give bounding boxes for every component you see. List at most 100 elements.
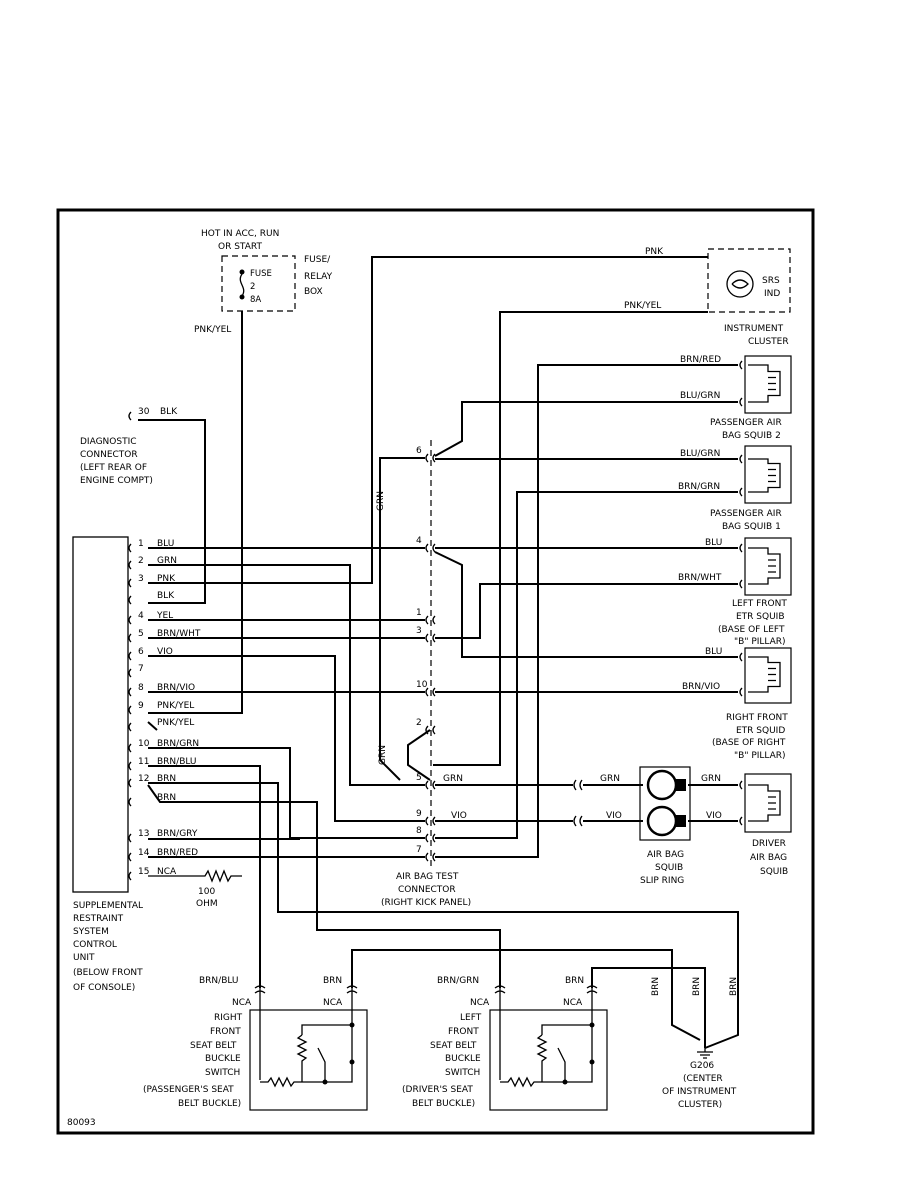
connector-pin-icon	[128, 687, 132, 697]
pin-number: 30	[138, 407, 150, 417]
fuse-icon	[239, 273, 245, 297]
squib-pin-icon	[739, 543, 743, 589]
wire-label: BRN/VIO	[682, 682, 720, 692]
test-pin-number: 7	[416, 845, 422, 855]
squib-pin-icon	[739, 360, 743, 407]
wire-label: BLK	[160, 407, 178, 417]
cluster-label: INSTRUMENT	[724, 324, 784, 334]
squib-element-icon	[748, 458, 781, 493]
wire-label: BRN/RED	[680, 355, 721, 365]
wire-label: VIO	[706, 811, 722, 821]
squib-label: LEFT FRONT	[732, 599, 787, 609]
wire-label: BRN/WHT	[678, 573, 722, 583]
wire-label: BLU	[705, 538, 722, 548]
switch-connector-icon	[254, 985, 358, 994]
nca-label: NCA	[323, 998, 343, 1008]
diagnostic-connector: 30 BLK DIAGNOSTIC CONNECTOR (LEFT REAR O…	[80, 407, 178, 486]
fuse-amperage: 8A	[250, 295, 261, 305]
instrument-cluster: SRS IND INSTRUMENT CLUSTER PNK PNK/YEL	[624, 247, 791, 347]
test-pin-number: 2	[416, 718, 422, 728]
switch-label-line: SWITCH	[205, 1068, 240, 1078]
pin-number: 8	[138, 683, 144, 693]
wire-brn-2	[147, 784, 501, 988]
fuse-name: FUSE	[250, 269, 272, 279]
switch-label-line: SWITCH	[445, 1068, 480, 1078]
pin-number: 14	[138, 848, 150, 858]
test-connector-label: CONNECTOR	[398, 885, 456, 895]
cluster-outline	[707, 248, 791, 313]
wire-label: BRN/GRN	[678, 482, 720, 492]
wire-label: BRN/BLU	[199, 976, 239, 986]
connector-pin-icon	[128, 833, 132, 843]
wire-label: PNK/YEL	[624, 301, 661, 311]
diagram-frame	[56, 208, 815, 1135]
slip-ring-coil-icon	[646, 769, 678, 801]
squib-coil-icon	[768, 468, 776, 483]
connector-pin-icon	[128, 595, 132, 605]
hot-label-2: OR START	[218, 242, 262, 252]
squib-coil-icon	[768, 559, 776, 573]
fuse-number: 2	[250, 282, 255, 292]
switch-label-line: FRONT	[448, 1027, 479, 1037]
connector-pin-icon	[128, 722, 132, 732]
test-connector-pin-icon	[425, 543, 436, 553]
squib-label: PASSENGER AIR	[710, 509, 782, 519]
squib-connector-box	[744, 445, 792, 504]
wire-vio	[148, 655, 425, 822]
wire-brn-grn	[148, 747, 425, 839]
inline-connector-icon	[573, 815, 583, 827]
wire-label: PNK	[157, 574, 176, 584]
wire-label: PNK	[645, 247, 664, 257]
diagnostic-label: DIAGNOSTIC	[80, 437, 137, 447]
pin-number: 12	[138, 774, 149, 784]
test-connector-pin-icon	[425, 833, 436, 843]
switch-housing	[489, 1009, 608, 1111]
control-unit-label-line: (BELOW FRONT	[73, 968, 143, 978]
squib-label: PASSENGER AIR	[710, 418, 782, 428]
wire-pnk-yel-stub	[147, 721, 158, 731]
squib-label: ETR SQUID	[736, 726, 785, 736]
cluster-label: CLUSTER	[748, 337, 789, 347]
wire-label: VIO	[451, 811, 467, 821]
switch-resistor-icon	[260, 1024, 353, 1088]
connector-pin-icon	[128, 778, 132, 788]
switch-label-line: SEAT BELT	[190, 1041, 237, 1051]
wire-label: BLU	[157, 539, 174, 549]
test-connector-pin-icon	[425, 816, 436, 826]
srs-label: SRS	[762, 276, 780, 286]
connector-pin-icon	[128, 705, 132, 715]
pin-number: 11	[138, 757, 149, 767]
pin-number: 4	[138, 611, 144, 621]
diagnostic-label: (LEFT REAR OF	[80, 463, 147, 473]
hot-label: HOT IN ACC, RUN	[201, 229, 279, 239]
squib-label: (BASE OF LEFT	[718, 625, 785, 635]
wire-label: BRN	[565, 976, 584, 986]
wire-label: BRN/GRN	[437, 976, 479, 986]
resistor-value: 100	[198, 887, 215, 897]
squib-connectors	[573, 355, 792, 833]
pin-number: 1	[138, 539, 144, 549]
squib-connector-box	[744, 647, 792, 704]
resistor-icon	[148, 869, 242, 883]
connector-pin-icon	[128, 743, 132, 753]
wire-grn	[148, 564, 425, 786]
squib-label: RIGHT FRONT	[726, 713, 788, 723]
wire-brn-wht-lf	[435, 583, 738, 639]
fuse-relay-box: HOT IN ACC, RUN OR START FUSE 2 8A FUSE/…	[194, 229, 333, 335]
switch-label-line: RIGHT	[214, 1013, 243, 1023]
switch-node	[589, 1022, 595, 1028]
slip-ring-box	[639, 766, 691, 841]
pin-number: 6	[138, 647, 144, 657]
switch-resistor-2-icon	[296, 1034, 308, 1082]
switch-location: (DRIVER'S SEAT	[402, 1085, 473, 1095]
wire-label: BLU/GRN	[680, 391, 720, 401]
connector-pin-icon	[128, 411, 132, 421]
switch-node	[349, 1022, 355, 1028]
lamp-filament-icon	[731, 279, 749, 289]
ground-location: OF INSTRUMENT	[662, 1087, 737, 1097]
wire-brn-right	[351, 949, 701, 1041]
pin-number: 10	[138, 739, 150, 749]
ground-name: G206	[690, 1061, 714, 1071]
